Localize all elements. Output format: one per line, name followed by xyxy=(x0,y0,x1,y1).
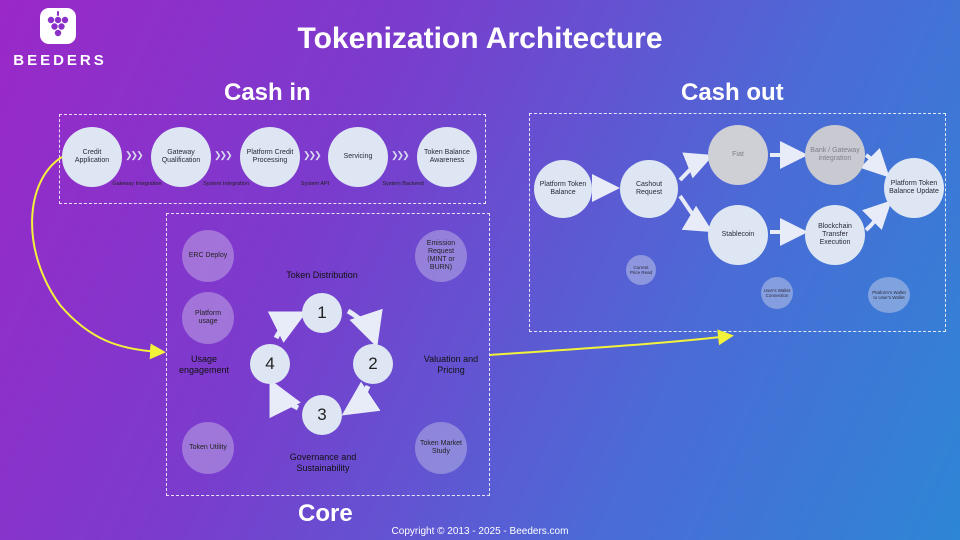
token-distribution-label: Token Distribution xyxy=(286,270,358,280)
wallet-transfer-node: Platform's Wallet to User's Wallet xyxy=(868,277,910,313)
cash-out-box xyxy=(529,113,946,332)
valuation-pricing-label: Valuation and Pricing xyxy=(423,354,479,376)
gateway-qualification-node: Gateway Qualification xyxy=(151,127,211,187)
governance-label: Governance and Sustainability xyxy=(289,452,357,474)
core-heading: Core xyxy=(298,500,353,527)
step-label: System Backend xyxy=(382,181,424,187)
step-label: System Integration xyxy=(203,181,249,187)
stablecoin-node: Stablecoin xyxy=(708,205,768,265)
token-balance-awareness-node: Token Balance Awareness xyxy=(417,127,477,187)
token-utility-node: Token Utility xyxy=(182,422,234,474)
cycle-step-4: 4 xyxy=(250,344,290,384)
current-price-node: Current Price Read xyxy=(626,255,656,285)
cycle-step-2: 2 xyxy=(353,344,393,384)
bank-gateway-node: Bank / Gateway integration xyxy=(805,125,865,185)
cash-out-heading: Cash out xyxy=(681,79,784,106)
usage-engagement-label: Usage engagement xyxy=(178,354,230,376)
wallet-connection-node: User's Wallet Connection xyxy=(761,277,793,309)
cash-in-heading: Cash in xyxy=(224,79,311,106)
fiat-node: Fiat xyxy=(708,125,768,185)
platform-token-balance-node: Platform Token Balance xyxy=(534,160,592,218)
emission-request-node: Emission Request (MINT or BURN) xyxy=(415,230,467,282)
chevron-right-icon: ❯❯❯ xyxy=(391,150,410,160)
chevron-right-icon: ❯❯❯ xyxy=(303,150,322,160)
logo-text: BEEDERS xyxy=(13,52,107,69)
servicing-node: Servicing xyxy=(328,127,388,187)
copyright: Copyright © 2013 - 2025 - Beeders.com xyxy=(391,526,569,537)
cashout-request-node: Cashout Request xyxy=(620,160,678,218)
platform-credit-processing-node: Platform Credit Processing xyxy=(240,127,300,187)
cycle-step-1: 1 xyxy=(302,293,342,333)
balance-update-node: Platform Token Balance Update xyxy=(884,158,944,218)
page-title: Tokenization Architecture xyxy=(297,22,663,55)
blockchain-transfer-node: Blockchain Transfer Execution xyxy=(805,205,865,265)
chevron-right-icon: ❯❯❯ xyxy=(214,150,233,160)
beeders-logo-icon xyxy=(40,8,76,44)
platform-usage-node: Platform usage xyxy=(182,292,234,344)
step-label: Gateway Integration xyxy=(112,181,162,187)
core-box xyxy=(166,213,490,496)
credit-application-node: Credit Application xyxy=(62,127,122,187)
erc-deploy-node: ERC Deploy xyxy=(182,230,234,282)
chevron-right-icon: ❯❯❯ xyxy=(125,150,144,160)
step-label: System API xyxy=(300,181,330,187)
token-market-study-node: Token Market Study xyxy=(415,422,467,474)
cycle-step-3: 3 xyxy=(302,395,342,435)
